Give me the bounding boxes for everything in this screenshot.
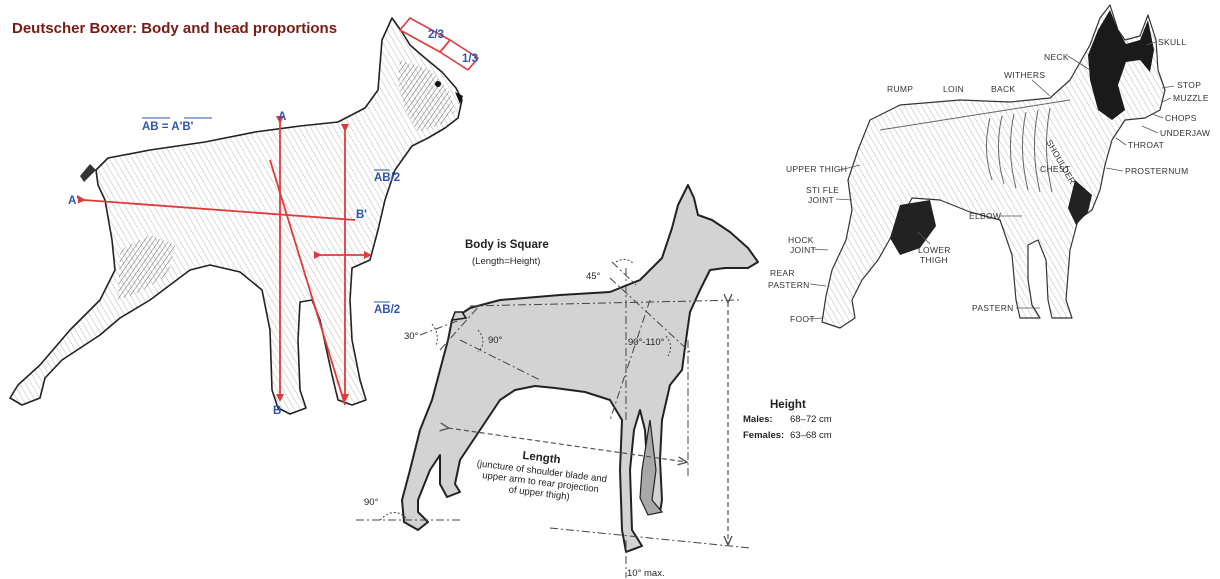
label-throat: THROAT xyxy=(1128,140,1164,150)
doberman-silhouette xyxy=(402,185,758,552)
boxer-eye xyxy=(435,81,441,87)
length-caption: Length (juncture of shoulder blade and u… xyxy=(473,444,609,507)
boston-terrier-diagram: NECK SKULL WITHERS RUMP LOIN BACK STOP M… xyxy=(768,5,1210,328)
body-square-subheading: (Length=Height) xyxy=(472,256,540,267)
males-value: 68–72 cm xyxy=(790,414,832,425)
height-label: Height xyxy=(770,399,806,411)
body-square-heading: Body is Square xyxy=(465,239,549,251)
angle-90-110-label: 90°-110° xyxy=(628,337,665,348)
angle-90-top-label: 90° xyxy=(488,335,503,346)
point-b-label: B xyxy=(273,405,281,417)
boxer-dog-illustration xyxy=(10,18,462,414)
label-hock-joint-1: HOCK xyxy=(788,235,814,245)
boxer-tail xyxy=(80,164,96,182)
point-b-prime-label: B' xyxy=(356,209,367,221)
label-hock-joint-2: JOINT xyxy=(790,245,816,255)
boxer-diagram: Deutscher Boxer: Body and head proportio… xyxy=(10,18,478,417)
label-back: BACK xyxy=(991,84,1015,94)
head-one-third-label: 1/3 xyxy=(462,53,478,65)
label-neck: NECK xyxy=(1044,52,1069,62)
point-a-label: A xyxy=(278,111,286,123)
point-a-prime-label: A' xyxy=(68,195,79,207)
angle-45-label: 45° xyxy=(586,271,601,282)
ab-equals-label: AB = A'B' xyxy=(142,121,194,133)
label-pastern: PASTERN xyxy=(972,303,1014,313)
label-lower-thigh-2: THIGH xyxy=(920,255,948,265)
angle-30-label: 30° xyxy=(404,331,419,342)
boxer-title: Deutscher Boxer: Body and head proportio… xyxy=(12,20,337,37)
label-stifle-joint-1: STI FLE xyxy=(806,185,839,195)
males-label: Males: xyxy=(743,414,773,425)
label-rump: RUMP xyxy=(887,84,913,94)
ab-half-left-label: AB/2 xyxy=(374,304,400,316)
label-withers: WITHERS xyxy=(1004,70,1045,80)
ab-half-right-label: AB/2 xyxy=(374,172,400,184)
label-rear-pastern-2: PASTERN xyxy=(768,280,810,290)
females-label: Females: xyxy=(743,430,784,441)
angle-90-bottom-label: 90° xyxy=(364,497,379,508)
doberman-diagram: Body is Square (Length=Height) xyxy=(356,185,832,579)
label-lower-thigh-1: LOWER xyxy=(918,245,951,255)
label-prosternum: PROSTERNUM xyxy=(1125,166,1188,176)
label-chops: CHOPS xyxy=(1165,113,1197,123)
label-stifle-joint-2: JOINT xyxy=(808,195,834,205)
label-muzzle: MUZZLE xyxy=(1173,93,1209,103)
label-elbow: ELBOW xyxy=(969,211,1001,221)
head-two-thirds-label: 2/3 xyxy=(428,29,444,41)
label-chest: CHEST xyxy=(1040,164,1070,174)
label-loin: LOIN xyxy=(943,84,964,94)
label-underjaw: UNDERJAW xyxy=(1160,128,1210,138)
label-rear-pastern-1: REAR xyxy=(770,268,795,278)
label-skull: SKULL xyxy=(1158,37,1186,47)
label-upper-thigh: UPPER THIGH xyxy=(786,164,847,174)
label-stop: STOP xyxy=(1177,80,1201,90)
angle-10-max-label: 10° max. xyxy=(627,568,665,579)
females-value: 63–68 cm xyxy=(790,430,832,441)
